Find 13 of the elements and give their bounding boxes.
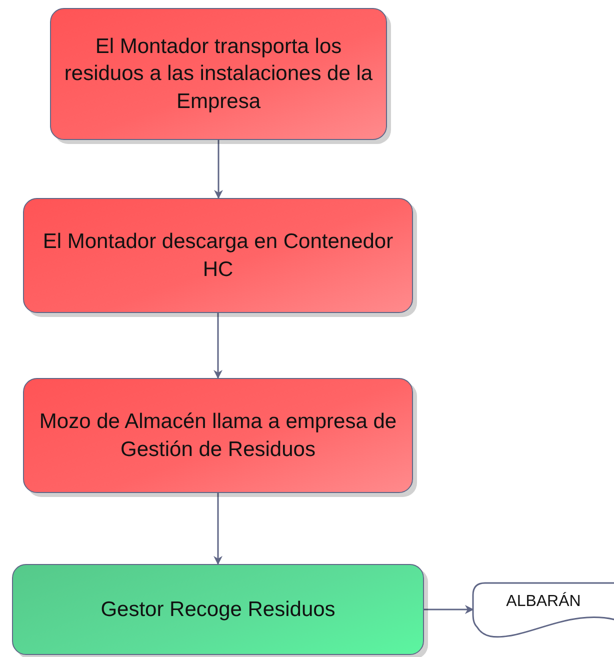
arrow: [214, 313, 222, 379]
arrow: [214, 140, 223, 199]
arrow: [214, 493, 222, 565]
process-box: [12, 564, 424, 655]
process-box: [23, 378, 413, 493]
step-label: El Montador transporta los residuos a las instalaciones de la Empresa: [63, 34, 374, 115]
process-box: [23, 198, 413, 313]
step-label: Mozo de Almacén llama a empresa de Gestión de Residuos: [38, 409, 398, 462]
document-label: ALBARÁN: [506, 593, 581, 611]
step-label: Gestor Recoge Residuos: [100, 596, 336, 623]
arrow: [424, 605, 474, 614]
process-box: [50, 8, 387, 140]
step-label: El Montador descarga en Contenedor HC: [42, 229, 394, 282]
